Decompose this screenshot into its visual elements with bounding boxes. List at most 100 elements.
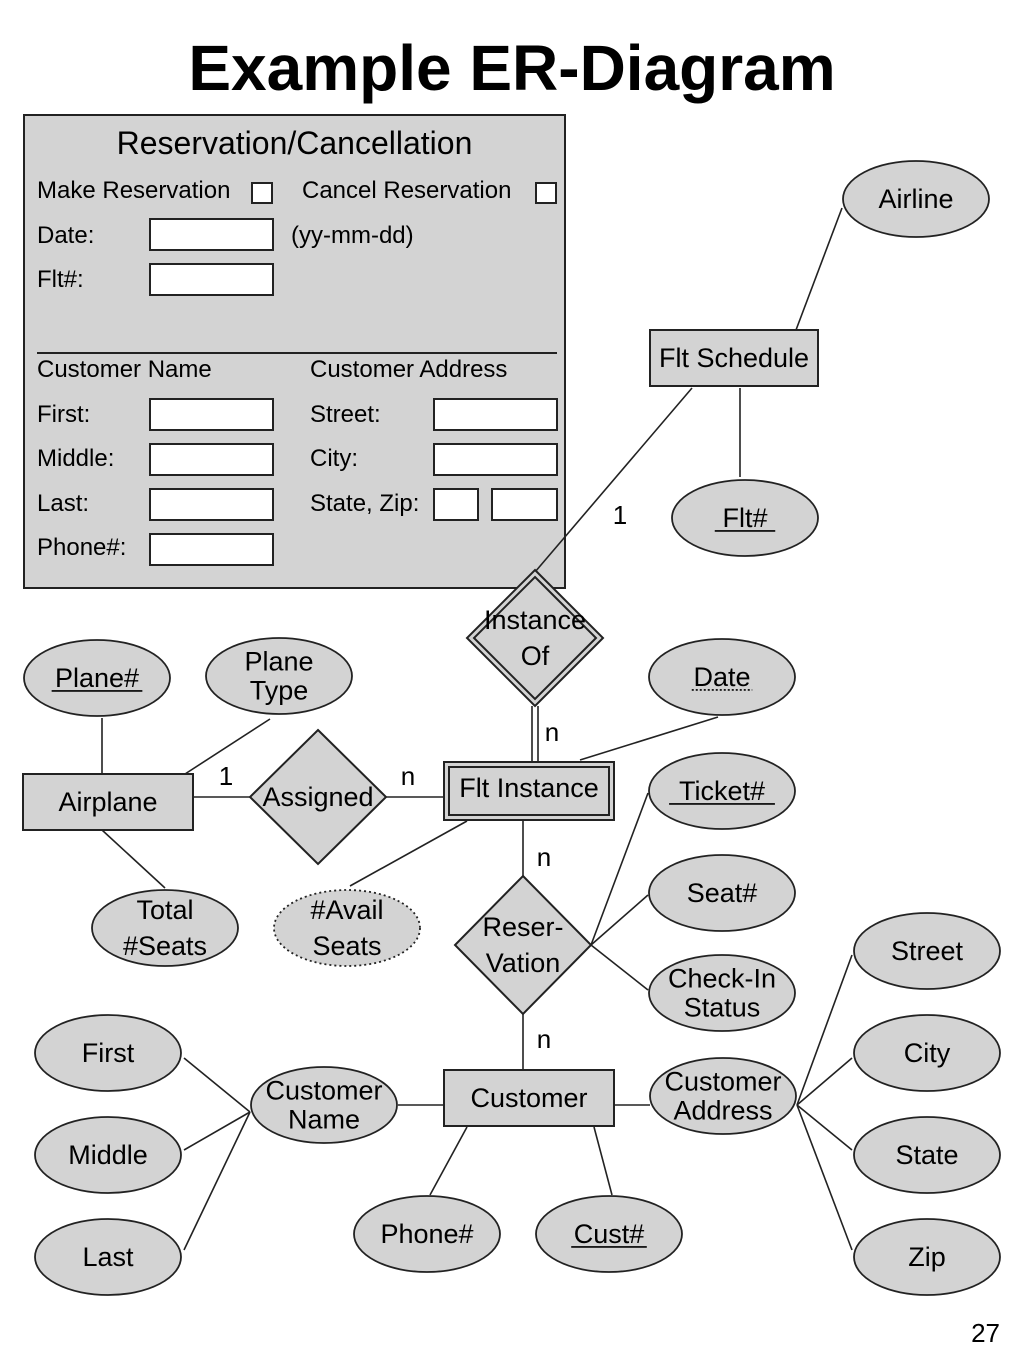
cardinality-assigned-instance: n bbox=[401, 761, 415, 791]
customer-entity: Customer bbox=[443, 1069, 615, 1127]
plane-type-text: Plane bbox=[244, 647, 313, 677]
city-ellipse bbox=[853, 1014, 1001, 1092]
flt-instance-inner-box bbox=[448, 766, 610, 816]
date-text: Date bbox=[693, 662, 750, 692]
total-seats-text: #Seats bbox=[123, 931, 207, 961]
middle-name-field[interactable] bbox=[149, 443, 274, 476]
street-label: Street: bbox=[310, 401, 381, 428]
state-ellipse bbox=[853, 1116, 1001, 1194]
make-reservation-checkbox[interactable] bbox=[251, 182, 273, 204]
middle-ellipse bbox=[34, 1116, 182, 1194]
first-attribute: First bbox=[34, 1014, 182, 1092]
cancel-reservation-checkbox[interactable] bbox=[535, 182, 557, 204]
cardinality-instance-of-instance: n bbox=[545, 717, 559, 747]
last-attribute: Last bbox=[34, 1218, 182, 1296]
airline-attribute: Airline bbox=[842, 160, 990, 238]
zip-text: Zip bbox=[908, 1242, 946, 1272]
cancel-reservation-label: Cancel Reservation bbox=[302, 177, 512, 204]
ticket-num-text: Ticket# bbox=[679, 776, 765, 806]
cust-num-attribute: Cust# bbox=[535, 1195, 683, 1273]
date-format-hint: (yy-mm-dd) bbox=[291, 222, 414, 249]
cardinality-reservation-instance: n bbox=[537, 842, 551, 872]
street-field[interactable] bbox=[433, 398, 558, 431]
city-text: City bbox=[904, 1038, 951, 1068]
date-field[interactable] bbox=[149, 218, 274, 251]
cardinality-reservation-customer: n bbox=[537, 1024, 551, 1054]
state-field[interactable] bbox=[433, 488, 479, 521]
middle-attribute: Middle bbox=[34, 1116, 182, 1194]
connector-lines bbox=[101, 207, 853, 1251]
phone-field[interactable] bbox=[149, 533, 274, 566]
seat-num-text: Seat# bbox=[687, 878, 758, 908]
assigned-relationship: Assigned bbox=[248, 728, 388, 866]
assigned-text: Assigned bbox=[262, 782, 373, 812]
phone-label: Phone#: bbox=[37, 534, 127, 561]
state-attribute: State bbox=[853, 1116, 1001, 1194]
street-ellipse bbox=[853, 912, 1001, 990]
zip-ellipse bbox=[853, 1218, 1001, 1296]
total-seats-text: Total bbox=[136, 895, 193, 925]
total-seats-ellipse bbox=[91, 889, 239, 967]
form-divider bbox=[37, 352, 557, 354]
flt-num-text: Flt# bbox=[722, 503, 767, 533]
assigned-diamond bbox=[248, 728, 388, 866]
total-seats-attribute: Total #Seats bbox=[91, 889, 239, 967]
customer-name-text: Name bbox=[288, 1105, 360, 1135]
airline-text: Airline bbox=[878, 184, 953, 214]
first-label: First: bbox=[37, 401, 91, 428]
street-attribute: Street bbox=[853, 912, 1001, 990]
flt-schedule-text: Flt Schedule bbox=[659, 343, 809, 373]
customer-name-heading: Customer Name bbox=[37, 356, 212, 383]
page-title: Example ER-Diagram bbox=[188, 32, 836, 104]
avail-seats-text: #Avail bbox=[310, 895, 383, 925]
first-name-field[interactable] bbox=[149, 398, 274, 431]
customer-name-text: Customer bbox=[265, 1076, 382, 1106]
cardinality-instance-of-schedule: 1 bbox=[613, 500, 627, 530]
check-in-status-text: Status bbox=[684, 993, 761, 1023]
date-ellipse bbox=[648, 638, 796, 716]
phone-num-text: Phone# bbox=[380, 1219, 473, 1249]
reservation-relationship: Reser-Vation bbox=[453, 874, 593, 1016]
phone-num-ellipse bbox=[353, 1195, 501, 1273]
flt-schedule-box bbox=[649, 329, 819, 387]
date-attribute: Date bbox=[648, 638, 796, 716]
airline-ellipse bbox=[842, 160, 990, 238]
middle-text: Middle bbox=[68, 1140, 148, 1170]
plane-type-text: Type bbox=[250, 676, 309, 706]
city-attribute: City bbox=[853, 1014, 1001, 1092]
seat-num-attribute: Seat# bbox=[648, 854, 796, 932]
avail-seats-text: Seats bbox=[312, 931, 381, 961]
reservation-text: Vation bbox=[486, 948, 561, 978]
flt-num-ellipse bbox=[671, 479, 819, 557]
instance-of-text: Instance bbox=[484, 605, 586, 635]
street-text: Street bbox=[891, 936, 964, 966]
first-text: First bbox=[82, 1038, 135, 1068]
check-in-status-ellipse bbox=[648, 954, 796, 1032]
make-reservation-label: Make Reservation bbox=[37, 177, 231, 204]
flt-schedule-entity: Flt Schedule bbox=[649, 329, 819, 387]
city-field[interactable] bbox=[433, 443, 558, 476]
cust-num-ellipse bbox=[535, 1195, 683, 1273]
zip-field[interactable] bbox=[491, 488, 558, 521]
avail-seats-ellipse bbox=[273, 889, 421, 967]
flt-field[interactable] bbox=[149, 263, 274, 296]
check-in-status-text: Check-In bbox=[668, 964, 776, 994]
instance-of-inner-diamond bbox=[472, 575, 598, 701]
instance-of-text: Of bbox=[521, 641, 550, 671]
instance-of-diamond bbox=[465, 568, 605, 708]
airplane-entity: Airplane bbox=[22, 773, 194, 831]
last-ellipse bbox=[34, 1218, 182, 1296]
plane-num-ellipse bbox=[23, 639, 171, 717]
flt-instance-text: Flt Instance bbox=[459, 773, 599, 803]
last-name-field[interactable] bbox=[149, 488, 274, 521]
customer-address-text: Address bbox=[673, 1096, 772, 1126]
middle-label: Middle: bbox=[37, 445, 115, 472]
customer-text: Customer bbox=[470, 1083, 587, 1113]
